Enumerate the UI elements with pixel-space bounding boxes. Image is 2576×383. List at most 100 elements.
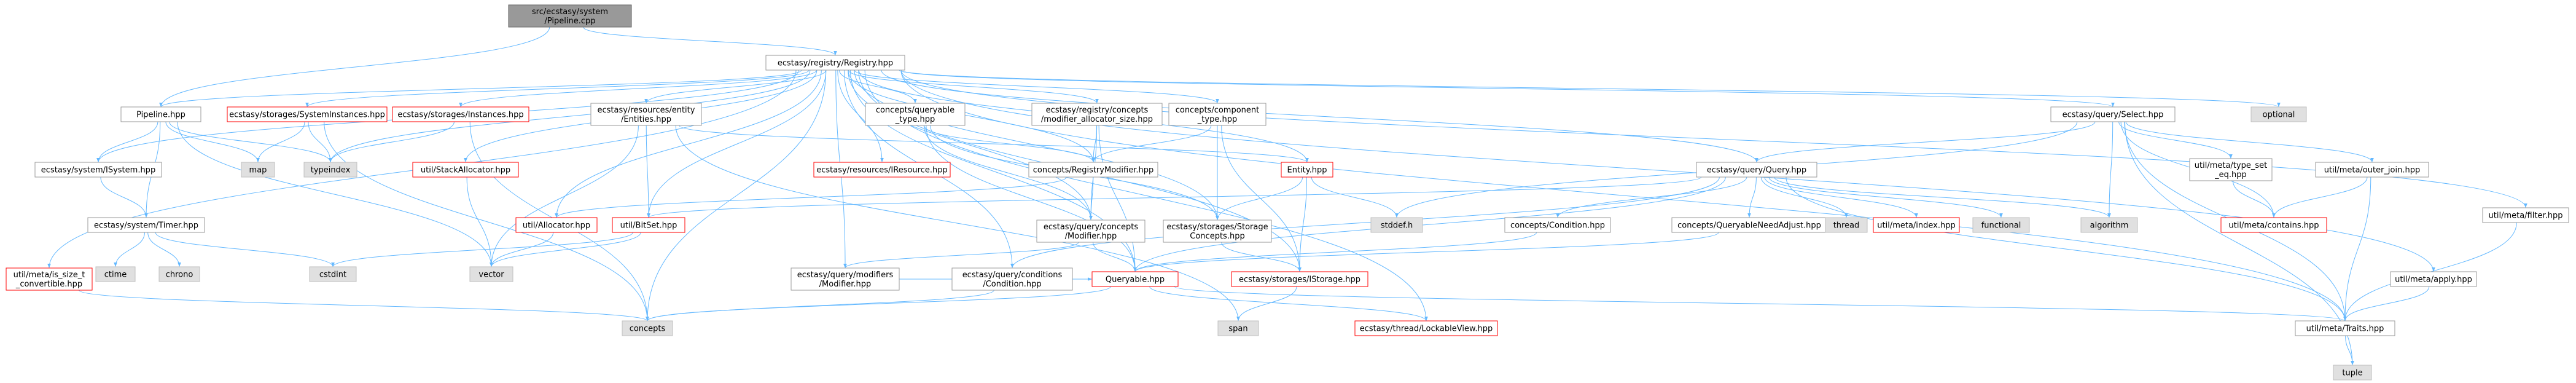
node-label: concepts/QueryableNeedAdjust.hpp <box>1677 221 1821 231</box>
edge-sysinst-to-typeindex <box>308 121 332 163</box>
node-filter[interactable]: util/meta/filter.hpp <box>2482 207 2569 223</box>
edge-entity-to-stddef <box>1311 176 1399 218</box>
edge-isystem-to-timer <box>100 176 148 218</box>
node-box <box>1281 162 1333 178</box>
node-is_size[interactable]: util/meta/is_size_t_convertible.hpp <box>6 267 93 291</box>
node-queryable[interactable]: Queryable.hpp <box>1091 271 1179 287</box>
edge-root-to-pipeline <box>159 26 550 108</box>
node-cstdint: cstdint <box>309 266 357 282</box>
node-type_set[interactable]: util/meta/type_set_eq.hpp <box>2189 158 2273 181</box>
edge-entities-to-span <box>675 125 1240 322</box>
node-query[interactable]: ecstasy/query/Query.hpp <box>1696 162 1817 178</box>
node-root[interactable]: src/ecstasy/system/Pipeline.cpp <box>508 4 632 28</box>
node-label: Concepts.hpp <box>1190 232 1244 241</box>
node-traits[interactable]: util/meta/Traits.hpp <box>2295 320 2395 336</box>
node-box <box>2189 158 2273 181</box>
node-outer_join[interactable]: util/meta/outer_join.hpp <box>2315 162 2429 178</box>
node-optional: optional <box>2250 106 2307 122</box>
node-label: util/meta/outer_join.hpp <box>2324 166 2420 175</box>
node-box <box>813 162 951 178</box>
node-isystem[interactable]: ecstasy/system/ISystem.hpp <box>34 162 162 178</box>
edge-stackalloc-to-vector <box>466 176 493 267</box>
node-pipeline[interactable]: Pipeline.hpp <box>120 106 201 122</box>
node-cond_condition[interactable]: ecstasy/query/conditions/Condition.hpp <box>951 267 1073 291</box>
edge-select-to-outer_join <box>2125 121 2374 163</box>
node-regmod[interactable]: concepts/RegistryModifier.hpp <box>1028 162 1158 178</box>
edge-outer_join-to-traits <box>2343 176 2371 322</box>
edge-registry-to-filter <box>900 69 2527 208</box>
node-label: _eq.hpp <box>2214 170 2247 180</box>
edge-registry-to-apply <box>900 69 2435 272</box>
node-instances[interactable]: ecstasy/storages/Instances.hpp <box>392 106 529 122</box>
node-label: _type.hpp <box>1197 115 1237 124</box>
node-box <box>34 162 162 178</box>
node-box <box>1091 271 1179 287</box>
edge-queryable-to-concepts <box>646 286 1111 322</box>
node-iresource[interactable]: ecstasy/resources/IResource.hpp <box>813 162 951 178</box>
edge-registry-to-instances <box>459 69 817 108</box>
edge-entities-to-entity <box>679 125 1309 163</box>
edge-registry-to-comp_type <box>854 69 1219 104</box>
node-index[interactable]: util/meta/index.hpp <box>1873 217 1960 233</box>
node-registry[interactable]: ecstasy/registry/Registry.hpp <box>765 55 905 71</box>
node-comp_type[interactable]: concepts/component_type.hpp <box>1168 103 1267 126</box>
node-label: chrono <box>166 270 193 280</box>
node-allocator[interactable]: util/Allocator.hpp <box>515 217 598 233</box>
node-qna[interactable]: concepts/QueryableNeedAdjust.hpp <box>1671 217 1827 233</box>
edge-registry-to-sysinst <box>305 69 810 108</box>
edge-registry-to-reg_alloc <box>848 69 1099 104</box>
node-bitset[interactable]: util/BitSet.hpp <box>612 217 685 233</box>
node-box <box>622 320 673 336</box>
node-label: ecstasy/registry/Registry.hpp <box>778 59 893 68</box>
node-timer[interactable]: ecstasy/system/Timer.hpp <box>87 217 205 233</box>
node-entities[interactable]: ecstasy/resources/entity/Entities.hpp <box>590 103 702 126</box>
node-label: ecstasy/storages/SystemInstances.hpp <box>229 111 385 120</box>
edge-registry-to-qc_modifier <box>848 69 1093 221</box>
node-entity[interactable]: Entity.hpp <box>1281 162 1333 178</box>
node-reg_alloc[interactable]: ecstasy/registry/concepts/modifier_alloc… <box>1031 103 1163 126</box>
node-sysinst[interactable]: ecstasy/storages/SystemInstances.hpp <box>227 106 388 122</box>
node-label: ctime <box>104 270 127 280</box>
edge-qc_modifier-to-mod_modifier <box>843 242 1079 269</box>
node-qc_modifier[interactable]: ecstasy/query/concepts/Modifier.hpp <box>1036 219 1146 243</box>
node-box <box>951 267 1073 291</box>
node-mod_modifier[interactable]: ecstasy/query/modifiers/Modifier.hpp <box>790 267 900 291</box>
node-box <box>469 266 513 282</box>
node-chrono: chrono <box>158 266 200 282</box>
edge-cq_type-to-queryable <box>926 125 1137 272</box>
edge-type_set-to-contains <box>2233 180 2276 218</box>
node-box <box>95 266 136 282</box>
edge-outer_join-to-contains <box>2272 176 2368 218</box>
node-box <box>1031 103 1163 126</box>
edge-is_size-to-concepts <box>79 290 649 322</box>
node-label: ecstasy/system/ISystem.hpp <box>41 166 155 175</box>
edge-instances-to-typeindex <box>329 121 455 163</box>
node-contains[interactable]: util/meta/contains.hpp <box>2220 217 2327 233</box>
node-apply[interactable]: util/meta/apply.hpp <box>2390 271 2477 287</box>
edge-query-to-cond_hpp <box>1556 176 1747 218</box>
node-algorithm: algorithm <box>2080 217 2138 233</box>
node-cond_hpp[interactable]: concepts/Condition.hpp <box>1504 217 1611 233</box>
edge-apply-to-traits <box>2343 286 2430 322</box>
node-select[interactable]: ecstasy/query/Select.hpp <box>2050 106 2176 122</box>
node-ctime: ctime <box>95 266 136 282</box>
node-label: typeindex <box>311 166 351 175</box>
node-cq_type[interactable]: concepts/queryable_type.hpp <box>865 103 966 126</box>
node-stackalloc[interactable]: util/StackAllocator.hpp <box>412 162 519 178</box>
edge-registry-to-traits <box>900 69 2347 322</box>
node-label: concepts/RegistryModifier.hpp <box>1033 166 1153 175</box>
node-lockable[interactable]: ecstasy/thread/LockableView.hpp <box>1354 320 1498 336</box>
node-label: _convertible.hpp <box>15 280 82 289</box>
node-label: ecstasy/registry/concepts <box>1046 106 1149 115</box>
node-label: util/meta/index.hpp <box>1877 221 1956 231</box>
edge-registry-to-concepts <box>646 69 827 322</box>
node-istorage[interactable]: ecstasy/storages/IStorage.hpp <box>1231 271 1368 287</box>
node-label: optional <box>2263 111 2295 120</box>
node-box <box>1370 217 1423 233</box>
edge-pipeline-to-typeindex <box>169 121 332 163</box>
node-label: span <box>1228 325 1247 334</box>
node-label: util/BitSet.hpp <box>620 221 677 231</box>
edge-regmod-to-qc_modifier <box>1089 176 1094 221</box>
node-label: /Pipeline.cpp <box>544 17 595 26</box>
